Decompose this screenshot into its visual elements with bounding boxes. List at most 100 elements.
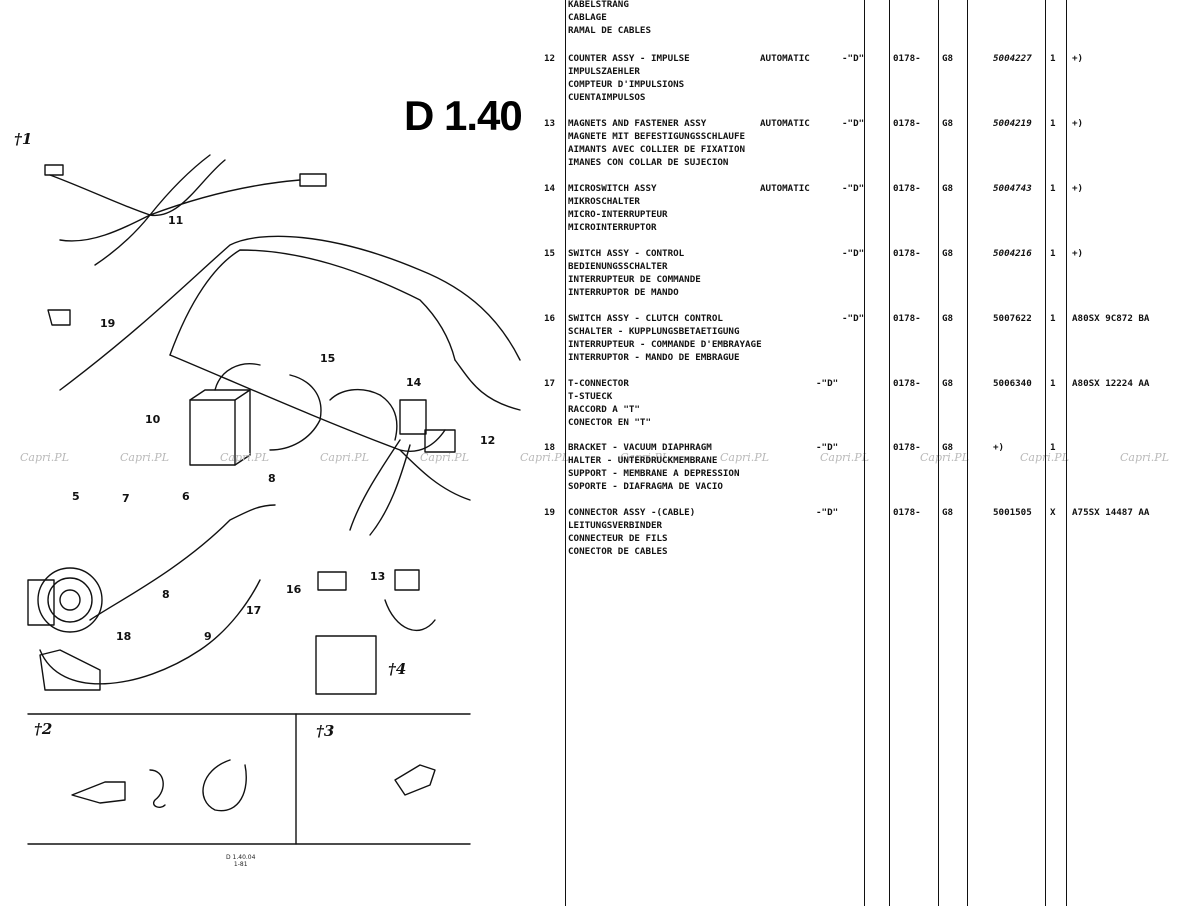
model: -"D" xyxy=(842,248,865,259)
diagram-drawing xyxy=(27,154,521,845)
callout-7: 7 xyxy=(122,492,130,505)
watermark: Capri.PL xyxy=(520,451,569,464)
watermark: Capri.PL xyxy=(420,451,469,464)
model: -"D" xyxy=(842,53,865,64)
part-number: 5006340 xyxy=(993,378,1032,389)
item-number: 17 xyxy=(544,378,556,389)
figure-mark-2: †2 xyxy=(34,720,53,738)
group-code: G8 xyxy=(942,313,954,324)
part-number: 5007622 xyxy=(993,313,1032,324)
date-code: 0178- xyxy=(893,507,921,518)
watermark: Capri.PL xyxy=(1120,451,1169,464)
watermark: Capri.PL xyxy=(1020,451,1069,464)
group-code: G8 xyxy=(942,118,954,129)
watermark: Capri.PL xyxy=(720,451,769,464)
column-rule xyxy=(1066,0,1067,906)
callout-9: 9 xyxy=(204,630,212,643)
part-number: 5004743 xyxy=(993,183,1032,194)
description-line: MIKROSCHALTER xyxy=(568,196,640,207)
description-line: CUENTAIMPULSOS xyxy=(568,92,646,103)
header-line: RAMAL DE CABLES xyxy=(568,25,651,36)
item-number: 15 xyxy=(544,248,556,259)
plate-code-main: D 1.40.04 xyxy=(226,854,256,861)
part-number: +) xyxy=(993,442,1005,453)
description-line: COUNTER ASSY - IMPULSE xyxy=(568,53,690,64)
watermark: Capri.PL xyxy=(920,451,969,464)
column-rule xyxy=(1045,0,1046,906)
callout-14: 14 xyxy=(406,376,422,389)
watermark: Capri.PL xyxy=(620,451,669,464)
description-line: SWITCH ASSY - CONTROL xyxy=(568,248,685,259)
column-rule xyxy=(967,0,968,906)
description-line: MICROSWITCH ASSY xyxy=(568,183,657,194)
quantity: X xyxy=(1050,507,1056,518)
callout-8b: 8 xyxy=(162,588,170,601)
figure-mark-1: †1 xyxy=(14,130,33,148)
date-code: 0178- xyxy=(893,378,921,389)
item-number: 18 xyxy=(544,442,556,453)
quantity: 1 xyxy=(1050,118,1056,129)
figure-mark-3: †3 xyxy=(316,722,335,740)
callout-15: 15 xyxy=(320,352,336,365)
model: -"D" xyxy=(842,118,865,129)
group-code: G8 xyxy=(942,248,954,259)
description-line: CONNECTEUR DE FILS xyxy=(568,533,668,544)
reference: +) xyxy=(1072,53,1084,64)
part-number: 5004227 xyxy=(993,53,1032,64)
callout-19: 19 xyxy=(100,317,116,330)
reference: A80SX 9C872 BA xyxy=(1072,313,1150,324)
description-line: CONNECTOR ASSY -(CABLE) xyxy=(568,507,696,518)
description-line: MICROINTERRUPTOR xyxy=(568,222,657,233)
callout-17: 17 xyxy=(246,604,262,617)
model: -"D" xyxy=(842,183,865,194)
date-code: 0178- xyxy=(893,118,921,129)
description-line: INTERRUPTOR - MANDO DE EMBRAGUE xyxy=(568,352,740,363)
part-number: 5001505 xyxy=(993,507,1032,518)
watermark: Capri.PL xyxy=(120,451,169,464)
date-code: 0178- xyxy=(893,248,921,259)
condition: AUTOMATIC xyxy=(760,53,810,64)
description-line: IMPULSZAEHLER xyxy=(568,66,640,77)
watermark: Capri.PL xyxy=(320,451,369,464)
reference: A75SX 14487 AA xyxy=(1072,507,1150,518)
description-line: LEITUNGSVERBINDER xyxy=(568,520,663,531)
description-line: HALTER - UNTERDRUCKMEMBRANE xyxy=(568,455,718,466)
plate-code-sub: 1-81 xyxy=(233,861,248,868)
part-number: 5004216 xyxy=(993,248,1032,259)
item-number: 19 xyxy=(544,507,556,518)
description-line: SCHALTER - KUPPLUNGSBETAETIGUNG xyxy=(568,326,740,337)
column-rule xyxy=(565,0,566,906)
description-line: RACCORD A "T" xyxy=(568,404,640,415)
callout-11: 11 xyxy=(168,214,184,227)
condition: -"D" xyxy=(816,442,839,453)
column-rule xyxy=(889,0,890,906)
exploded-diagram: D 1.40 †1 †2 †3 †4 5 6 7 8 8 9 10 11 12 … xyxy=(0,0,540,906)
description-line: SOPORTE - DIAFRAGMA DE VACIO xyxy=(568,481,723,492)
item-number: 16 xyxy=(544,313,556,324)
callout-5: 5 xyxy=(72,490,80,503)
condition: AUTOMATIC xyxy=(760,118,810,129)
callout-16: 16 xyxy=(286,583,302,596)
watermark: Capri.PL xyxy=(220,451,269,464)
description-line: MICRO-INTERRUPTEUR xyxy=(568,209,668,220)
callout-8a: 8 xyxy=(268,472,276,485)
watermark: Capri.PL xyxy=(20,451,69,464)
description-line: CONECTOR DE CABLES xyxy=(568,546,668,557)
reference: A80SX 12224 AA xyxy=(1072,378,1150,389)
column-rule xyxy=(864,0,865,906)
description-line: BEDIENUNGSSCHALTER xyxy=(568,261,668,272)
description-line: T-CONNECTOR xyxy=(568,378,629,389)
callout-6: 6 xyxy=(182,490,190,503)
description-line: T-STUECK xyxy=(568,391,613,402)
description-line: COMPTEUR D'IMPULSIONS xyxy=(568,79,685,90)
description-line: MAGNETE MIT BEFESTIGUNGSSCHLAUFE xyxy=(568,131,746,142)
date-code: 0178- xyxy=(893,313,921,324)
group-code: G8 xyxy=(942,183,954,194)
date-code: 0178- xyxy=(893,442,921,453)
figure-mark-4: †4 xyxy=(388,660,407,678)
group-code: G8 xyxy=(942,442,954,453)
group-code: G8 xyxy=(942,53,954,64)
date-code: 0178- xyxy=(893,53,921,64)
description-line: MAGNETS AND FASTENER ASSY xyxy=(568,118,707,129)
